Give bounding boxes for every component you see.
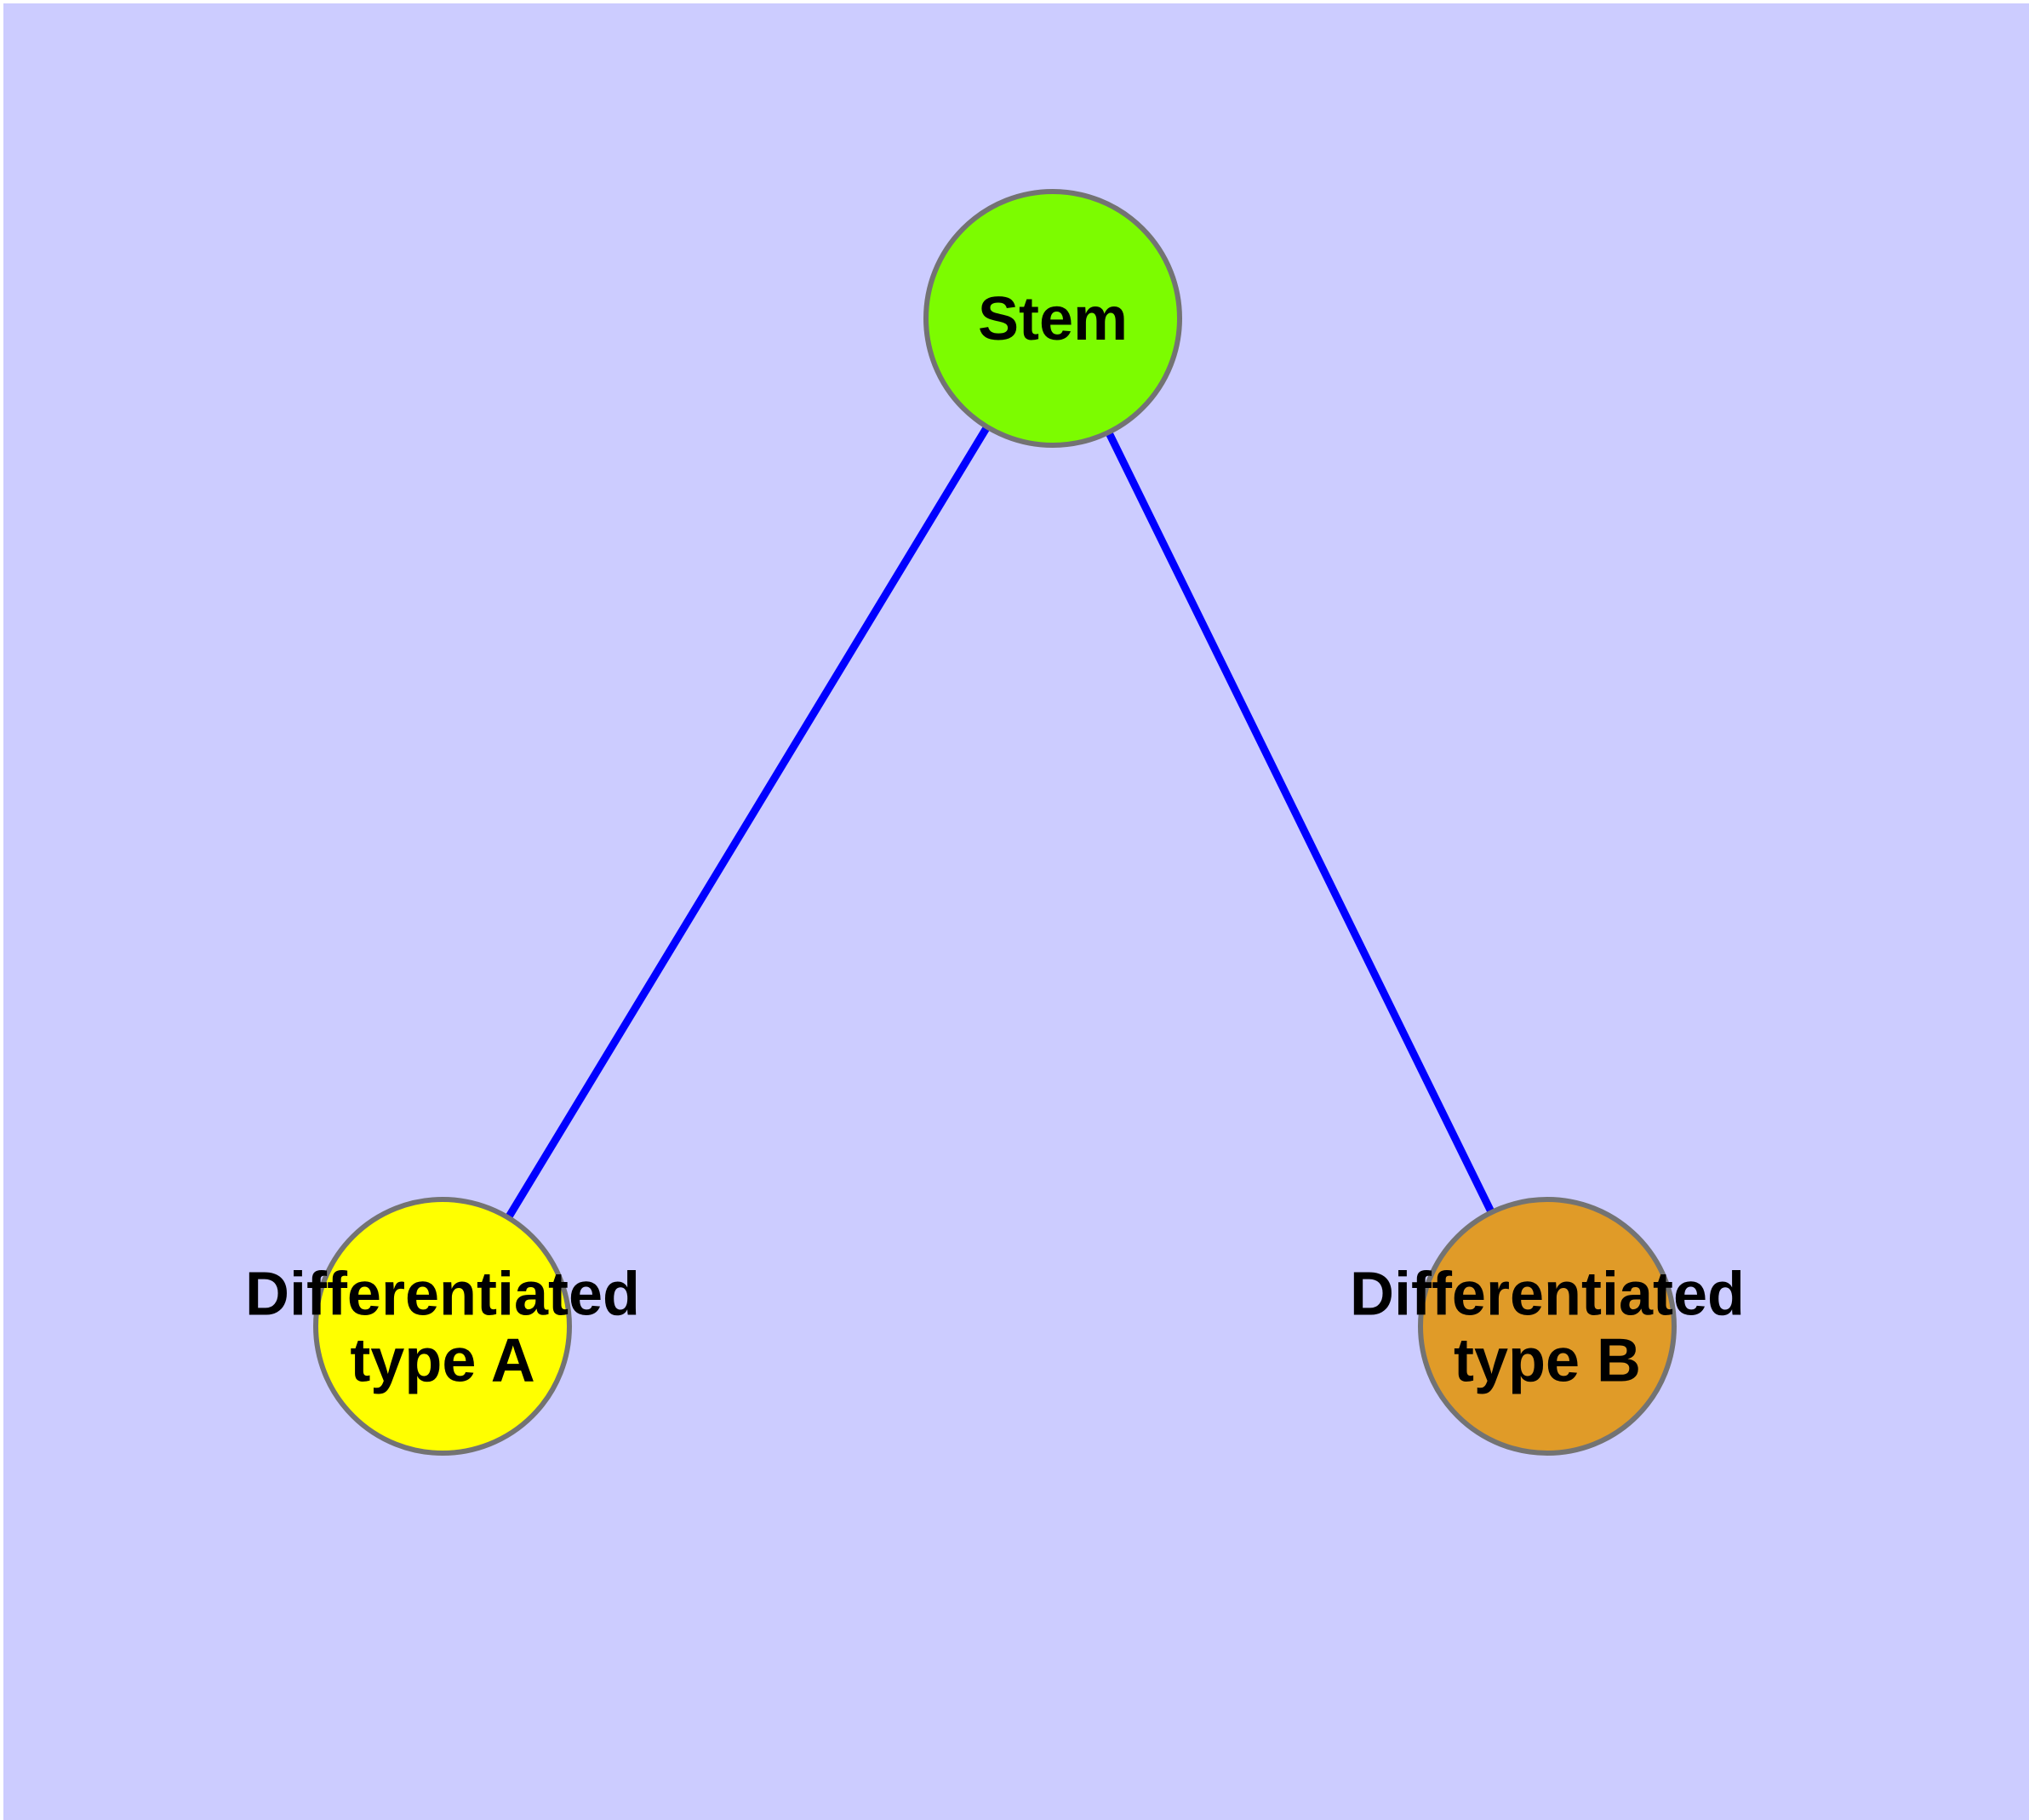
edge-layer <box>439 316 1552 1329</box>
node-diff-a-circle[interactable] <box>313 1197 572 1456</box>
diagram-canvas: Stem Differentiated type A Differentiate… <box>3 3 2029 1820</box>
node-layer <box>313 189 1677 1456</box>
graph-svg <box>313 189 1677 1456</box>
edge-stem-to-differentiated-type-b[interactable] <box>1049 317 1552 1328</box>
node-diff-b-circle[interactable] <box>1418 1197 1677 1456</box>
node-stem-circle[interactable] <box>923 189 1182 448</box>
edge-stem-to-differentiated-type-a[interactable] <box>439 316 1056 1329</box>
